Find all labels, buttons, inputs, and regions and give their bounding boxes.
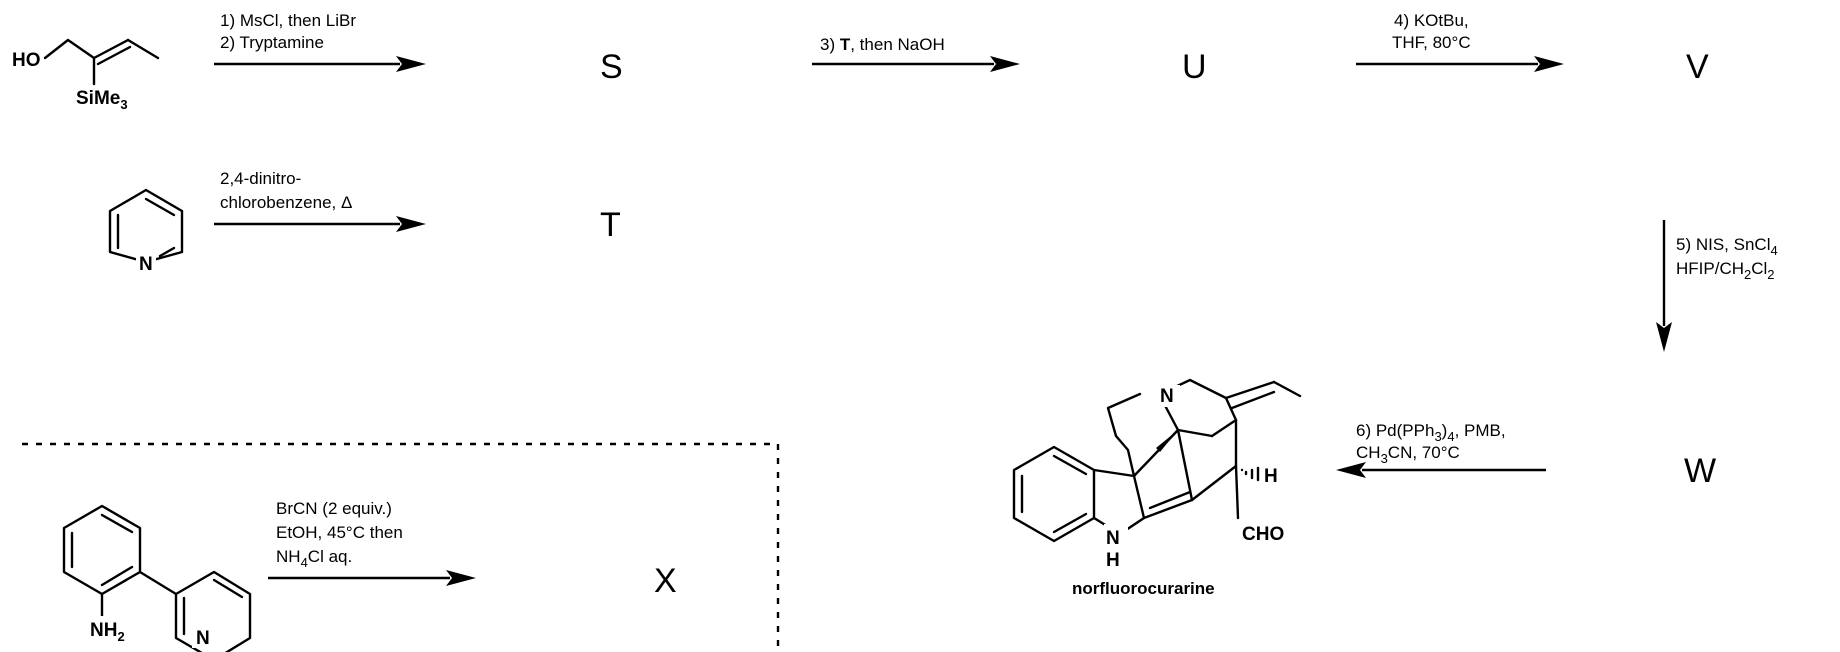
pyridyl-n-label: N: [196, 628, 210, 649]
product-nh-n-label: N: [1106, 528, 1120, 549]
compound-w-label: W: [1684, 452, 1716, 490]
step2-condition-line2: chlorobenzene, Δ: [220, 193, 352, 212]
pyridyl-ring: [174, 570, 252, 652]
step7-condition-line3: NH4Cl aq.: [276, 547, 352, 570]
step4-condition-line2: THF, 80°C: [1392, 33, 1471, 52]
alcohol-chain-bonds: [43, 38, 96, 60]
compound-t-label: T: [600, 206, 621, 244]
step6-condition-line1: 6) Pd(PPh3)4, PMB,: [1356, 421, 1506, 444]
product-name-label: norfluorocurarine: [1072, 579, 1215, 598]
compound-v-label: V: [1686, 48, 1709, 86]
arrow-step-4: 4) KOtBu, THF, 80°C: [1356, 11, 1564, 72]
aminophenyl-pyridine-structure: N NH2: [62, 504, 252, 652]
compound-s-label: S: [600, 48, 623, 86]
pyridine-structure: N: [108, 188, 184, 275]
arrow-step-3: 3) T, then NaOH: [812, 35, 1020, 72]
dotted-box-border: [22, 442, 780, 652]
aniline-ring: [62, 504, 142, 596]
product-cho-label: CHO: [1242, 524, 1284, 545]
norfluorocurarine-structure: N H N H CHO: [1012, 378, 1302, 571]
step1-condition-line1: 1) MsCl, then LiBr: [220, 11, 356, 30]
nh2-label: NH2: [90, 620, 125, 644]
step3-condition: 3) T, then NaOH: [820, 35, 945, 54]
step1-condition-line2: 2) Tryptamine: [220, 33, 324, 52]
step2-condition-line1: 2,4-dinitro-: [220, 169, 301, 188]
step4-condition-line1: 4) KOtBu,: [1394, 11, 1469, 30]
arrow-step-6: 6) Pd(PPh3)4, PMB, CH3CN, 70°C: [1336, 421, 1546, 478]
step7-condition-line1: BrCN (2 equiv.): [276, 499, 392, 518]
arrow-step-1: 1) MsCl, then LiBr 2) Tryptamine: [214, 11, 426, 72]
arrow-step-5: 5) NIS, SnCl4 HFIP/CH2Cl2: [1656, 220, 1778, 352]
alkene-bond-inner: [96, 45, 132, 66]
step5-condition-line2: HFIP/CH2Cl2: [1676, 259, 1775, 282]
step5-condition-line1: 5) NIS, SnCl4: [1676, 235, 1778, 258]
ho-label: HO: [12, 50, 41, 71]
sime3-label: SiMe3: [76, 88, 128, 112]
benzo-ring: [1012, 445, 1096, 543]
pyridine-ring: [108, 188, 184, 264]
product-nh-h-label: H: [1106, 550, 1120, 571]
product-n-label: N: [1160, 386, 1174, 407]
arrow-step-2: 2,4-dinitro- chlorobenzene, Δ: [214, 169, 426, 232]
alkene-bond: [92, 38, 130, 60]
step6-condition-line2: CH3CN, 70°C: [1356, 443, 1460, 466]
step7-condition-line2: EtOH, 45°C then: [276, 523, 403, 542]
arrow-step-7: BrCN (2 equiv.) EtOH, 45°C then NH4Cl aq…: [268, 499, 476, 586]
compound-x-label: X: [654, 562, 677, 600]
compound-u-label: U: [1182, 48, 1207, 86]
starting-alcohol-structure: HO SiMe3: [12, 38, 160, 112]
methyl-bond: [126, 38, 160, 60]
product-h-label: H: [1264, 466, 1278, 487]
pyridine-n-label: N: [139, 254, 153, 275]
